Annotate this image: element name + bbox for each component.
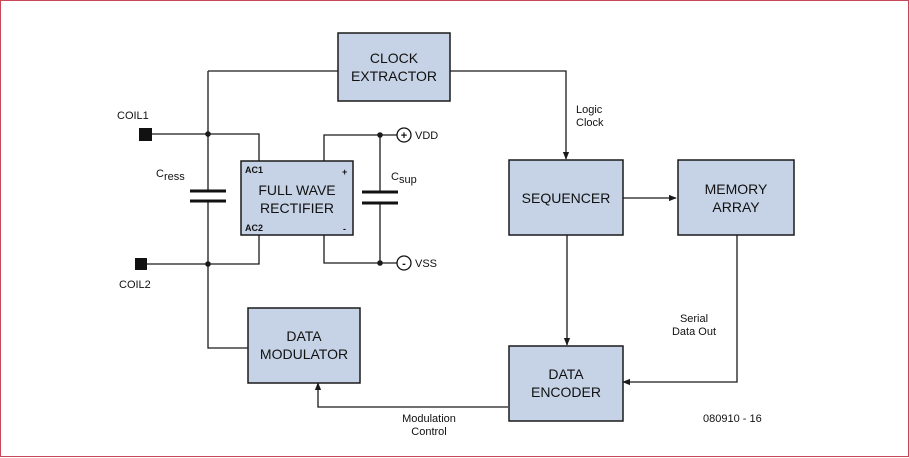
csup-label: C sup — [391, 171, 417, 186]
cress-capacitor — [190, 189, 226, 203]
junction-coil2 — [205, 261, 211, 267]
junction-coil1 — [205, 131, 211, 137]
data-modulator-block: DATA MODULATOR — [247, 307, 361, 384]
rectifier-pin-ac2: AC2 — [245, 223, 263, 233]
memory-array-block: MEMORY ARRAY — [677, 159, 795, 236]
data-encoder-line-2: ENCODER — [531, 384, 601, 400]
junction-vss — [377, 260, 383, 266]
sequencer-label: SEQUENCER — [522, 190, 611, 206]
vdd-rail-wire — [323, 134, 397, 161]
csup-capacitor — [362, 190, 398, 205]
memory-array-line-2: ARRAY — [712, 199, 760, 215]
logic-clock-label-1: Logic — [576, 104, 603, 116]
coil2-terminal — [135, 258, 147, 270]
clock-extractor-line-2: EXTRACTOR — [351, 68, 437, 84]
serial-data-out-label-1: Serial — [680, 313, 708, 325]
vss-rail-wire — [323, 235, 397, 264]
logic-clock-wire — [450, 70, 570, 160]
full-wave-rectifier-block: FULL WAVE RECTIFIER AC1 AC2 + - — [240, 160, 354, 236]
data-encoder-block: DATA ENCODER — [508, 345, 624, 422]
csup-label-sub: sup — [399, 174, 417, 186]
rectifier-pin-minus: - — [343, 224, 346, 234]
figure-number: 080910 - 16 — [703, 413, 762, 425]
cress-label-sub: ress — [164, 171, 185, 183]
serial-data-wire — [622, 235, 738, 386]
vdd-label: VDD — [415, 130, 438, 142]
data-modulator-line-2: MODULATOR — [260, 346, 348, 362]
junctions — [205, 131, 383, 267]
logic-clock-label-2: Clock — [576, 117, 604, 129]
rectifier-pin-plus: + — [342, 167, 347, 177]
wires — [146, 70, 738, 408]
cress-label: C ress — [156, 168, 185, 183]
csup-label-main: C — [391, 171, 399, 183]
coil2-wire — [146, 235, 260, 265]
clock-extractor-line-1: CLOCK — [370, 50, 419, 66]
coil1-wire — [152, 133, 260, 161]
clock-extractor-block: CLOCK EXTRACTOR — [337, 32, 451, 102]
junction-vdd — [377, 132, 383, 138]
vss-label: VSS — [415, 258, 437, 270]
cress-label-main: C — [156, 168, 164, 180]
memory-array-line-1: MEMORY — [705, 181, 768, 197]
modulation-control-label-2: Control — [411, 426, 446, 438]
rectifier-line-2: RECTIFIER — [260, 200, 334, 216]
modulation-control-label-1: Modulation — [402, 413, 456, 425]
coil2-label: COIL2 — [119, 279, 151, 291]
serial-data-out-label-2: Data Out — [672, 326, 716, 338]
data-encoder-line-1: DATA — [548, 366, 584, 382]
modulation-control-wire — [314, 382, 508, 408]
coil1-label: COIL1 — [117, 110, 149, 122]
sequencer-block: SEQUENCER — [508, 159, 624, 236]
vss-terminal-symbol: - — [402, 258, 406, 270]
rectifier-line-1: FULL WAVE — [258, 182, 335, 198]
vss-terminal: - — [396, 255, 412, 271]
coil1-terminal — [139, 128, 152, 141]
left-bus-lower-wire — [207, 202, 248, 349]
vdd-terminal-symbol: + — [401, 130, 407, 142]
rectifier-pin-ac1: AC1 — [245, 165, 263, 175]
vdd-terminal: + — [396, 127, 412, 143]
data-modulator-line-1: DATA — [286, 328, 322, 344]
